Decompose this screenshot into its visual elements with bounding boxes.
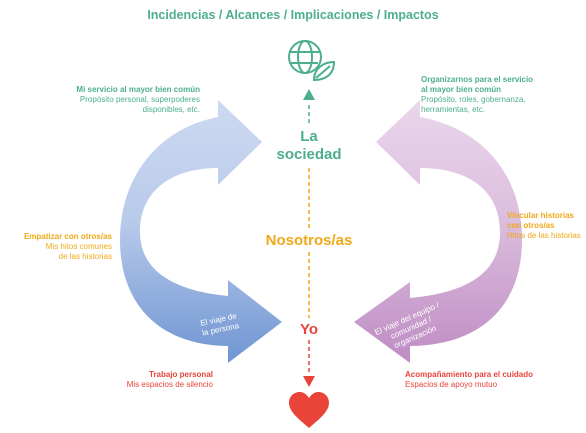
right-middle-heading2: con otros/as bbox=[507, 221, 555, 230]
right-bottom-heading: Acompañamiento para el cuidado bbox=[405, 370, 534, 379]
left-bottom-sub1: Mis espacios de silencio bbox=[126, 380, 213, 389]
left-top-label: Mi servicio al mayor bien común Propósit… bbox=[24, 85, 200, 115]
left-bottom-label: Trabajo personal Mis espacios de silenci… bbox=[60, 370, 213, 390]
level-society-line1: La bbox=[300, 128, 318, 145]
diagram-title: Incidencias / Alcances / Implicaciones /… bbox=[147, 8, 439, 22]
right-middle-label: Vincular historias con otros/as Hitos de… bbox=[507, 211, 586, 241]
right-top-sub1: Propósito, roles, gobernanza, bbox=[421, 95, 526, 104]
me-arrowhead bbox=[303, 376, 315, 387]
right-top-heading1: Organizarnos para el servicio bbox=[421, 75, 534, 84]
right-top-sub2: herramientas, etc. bbox=[421, 105, 486, 114]
right-top-label: Organizarnos para el servicio al mayor b… bbox=[421, 75, 581, 115]
level-society: La sociedad bbox=[259, 128, 359, 164]
left-top-sub2: disponibles, etc. bbox=[142, 105, 200, 114]
right-bottom-label: Acompañamiento para el cuidado Espacios … bbox=[405, 370, 585, 390]
left-middle-label: Empatizar con otros/as Mis hitos comunes… bbox=[2, 232, 112, 262]
left-middle-sub2: de las historias bbox=[58, 252, 112, 261]
right-cycle-arrow bbox=[354, 100, 522, 363]
heart-icon bbox=[289, 392, 329, 428]
level-society-line2: sociedad bbox=[276, 146, 342, 163]
right-top-heading2: al mayor bien común bbox=[421, 85, 502, 94]
society-arrowhead bbox=[303, 89, 315, 100]
right-middle-heading1: Vincular historias bbox=[507, 211, 574, 220]
left-bottom-heading: Trabajo personal bbox=[148, 370, 213, 379]
right-bottom-sub1: Espacios de apoyo mutuo bbox=[405, 380, 498, 389]
left-middle-sub1: Mis hitos comunes bbox=[45, 242, 112, 251]
level-us: Nosotros/as bbox=[265, 232, 353, 249]
level-me: Yo bbox=[299, 321, 319, 338]
left-top-heading: Mi servicio al mayor bien común bbox=[76, 85, 200, 94]
left-cycle-arrow bbox=[120, 100, 282, 363]
left-middle-heading: Empatizar con otros/as bbox=[23, 232, 112, 241]
left-top-sub1: Propósito personal, superpoderes bbox=[79, 95, 200, 104]
globe-leaf-icon bbox=[288, 40, 336, 82]
right-middle-sub1: Hitos de las historias bbox=[507, 231, 581, 240]
